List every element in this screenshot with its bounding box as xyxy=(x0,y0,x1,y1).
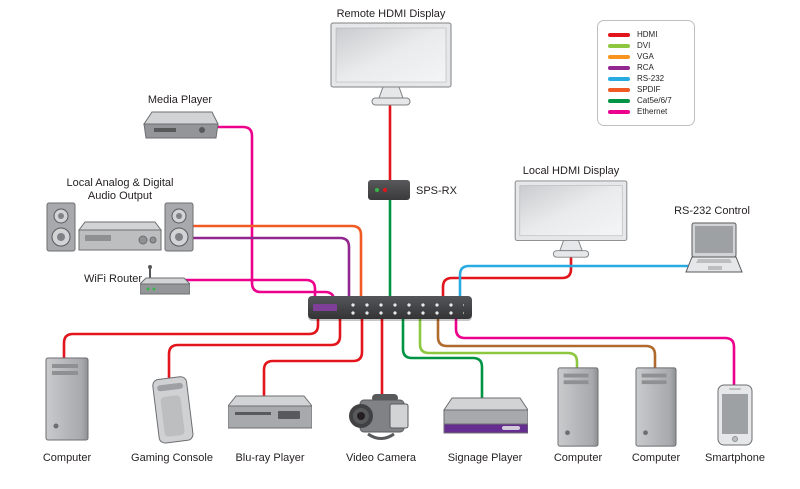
sps-rx-device xyxy=(368,180,410,200)
computer-1-label: Computer xyxy=(42,452,92,464)
media-player-icon xyxy=(143,111,219,139)
legend-item-vga: VGA xyxy=(608,51,684,62)
legend-item-rs232: RS-232 xyxy=(608,73,684,84)
legend-item-dvi: DVI xyxy=(608,40,684,51)
smartphone-label: Smartphone xyxy=(705,452,765,464)
legend-label-rs232: RS-232 xyxy=(637,73,665,83)
brand-logo-icon xyxy=(313,304,337,311)
signage-player-icon xyxy=(443,397,529,434)
bluray-player-label: Blu-ray Player xyxy=(235,452,305,464)
cable-audio_output-to-switcher xyxy=(186,224,363,306)
remote-hdmi-display xyxy=(330,22,452,113)
computer-tower-icon xyxy=(557,367,599,447)
wifi-router xyxy=(138,264,192,301)
cable-rs232_control-to-switcher xyxy=(458,264,702,306)
media-player-label: Media Player xyxy=(147,94,213,106)
remote-hdmi-display-label: Remote HDMI Display xyxy=(336,8,446,20)
rs232-control-laptop xyxy=(684,222,744,285)
legend-swatch-hdmi xyxy=(608,32,630,37)
computer-tower-icon xyxy=(635,367,677,447)
cable-audio_output-to-switcher xyxy=(186,236,351,306)
legend-swatch-spdif xyxy=(608,87,630,92)
monitor-icon xyxy=(330,22,452,106)
video-camera-label: Video Camera xyxy=(345,452,417,464)
smartphone xyxy=(716,384,754,451)
cable-media_player-to-switcher xyxy=(206,125,336,310)
wifi-router-label: WiFi Router xyxy=(83,273,143,285)
left-speaker-icon xyxy=(46,202,76,252)
computer-tower-1 xyxy=(44,356,90,447)
legend-item-hdmi: HDMI xyxy=(608,29,684,40)
legend-swatch-dvi xyxy=(608,43,630,48)
monitor-icon xyxy=(514,180,628,258)
cable-switcher-to-bluray_player xyxy=(262,308,364,408)
legend-swatch-vga xyxy=(608,54,630,59)
computer-2-label: Computer xyxy=(553,452,603,464)
gaming-console-icon xyxy=(152,376,194,444)
cable-switcher-to-smartphone xyxy=(454,308,736,396)
local-hdmi-display xyxy=(514,180,628,265)
legend-item-rca: RCA xyxy=(608,62,684,73)
legend-swatch-rs232 xyxy=(608,76,630,81)
sps-rx-label: SPS-RX xyxy=(416,185,457,197)
computer-tower-icon xyxy=(45,357,89,441)
media-player xyxy=(140,110,220,147)
legend-item-cat5e: Cat5e/6/7 xyxy=(608,95,684,106)
ports-icon xyxy=(344,300,464,315)
legend-item-ethernet: Ethernet xyxy=(608,106,684,117)
laptop-icon xyxy=(685,222,743,273)
matrix-switcher xyxy=(308,296,472,319)
legend-item-spdif: SPDIF xyxy=(608,84,684,95)
audio-output-device xyxy=(46,202,194,254)
legend-label-dvi: DVI xyxy=(637,40,651,50)
rs232-control-label: RS-232 Control xyxy=(674,205,750,217)
computer-tower-2 xyxy=(555,366,601,453)
amplifier-icon xyxy=(78,221,162,251)
gaming-console xyxy=(140,376,204,451)
signage-player-label: Signage Player xyxy=(447,452,523,464)
legend-label-hdmi: HDMI xyxy=(637,29,658,39)
cable-switcher-to-gaming_console xyxy=(167,308,342,400)
bluray-player xyxy=(226,394,314,437)
legend-label-rca: RCA xyxy=(637,62,654,72)
cable-switcher-to-signage_player xyxy=(401,308,484,408)
smartphone-icon xyxy=(717,384,753,446)
wifi-router-icon xyxy=(138,265,192,295)
cable-wifi_router-to-switcher xyxy=(180,278,317,308)
bluray-player-icon xyxy=(226,395,314,429)
cable-switcher-to-computer_3 xyxy=(436,308,657,388)
computer-3-label: Computer xyxy=(631,452,681,464)
legend-label-vga: VGA xyxy=(637,51,654,61)
legend-swatch-ethernet xyxy=(608,109,630,114)
signage-player xyxy=(442,396,529,443)
audio-output-label: Local Analog & Digital Audio Output xyxy=(66,177,174,203)
legend-swatch-rca xyxy=(608,65,630,70)
cable-switcher-to-computer_1 xyxy=(62,308,320,384)
legend-swatch-cat5e xyxy=(608,98,630,103)
sps-rx-green-led-icon xyxy=(375,188,379,192)
sps-rx-red-led-icon xyxy=(383,188,387,192)
legend-label-ethernet: Ethernet xyxy=(637,106,668,116)
right-speaker-icon xyxy=(164,202,194,252)
video-camera-icon xyxy=(349,394,409,440)
cable-switcher-to-computer_2 xyxy=(418,308,579,388)
legend-label-cat5e: Cat5e/6/7 xyxy=(637,95,672,105)
gaming-console-label: Gaming Console xyxy=(131,452,213,464)
computer-tower-3 xyxy=(633,366,679,453)
local-hdmi-display-label: Local HDMI Display xyxy=(522,165,620,177)
video-camera xyxy=(348,388,414,451)
legend-label-spdif: SPDIF xyxy=(637,84,661,94)
cable-local_hdmi_display-to-switcher xyxy=(441,246,573,306)
